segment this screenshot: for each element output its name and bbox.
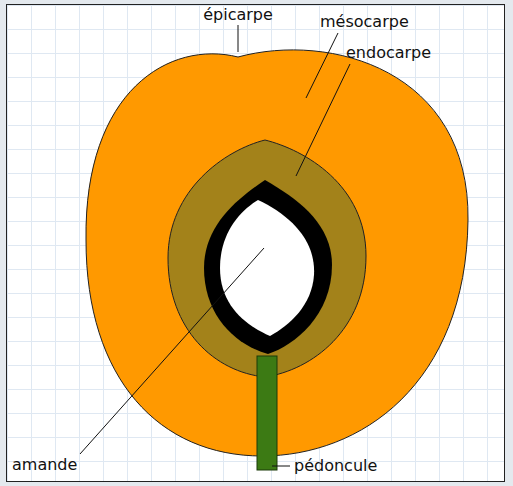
seed-coat-shape <box>204 180 332 354</box>
leader-line <box>80 248 264 454</box>
part-label: pédoncule <box>292 457 379 475</box>
leader-line <box>306 33 338 98</box>
part-label: mésocarpe <box>318 13 411 31</box>
stalk-shape <box>257 356 277 470</box>
leader-line <box>296 64 350 176</box>
part-label: endocarpe <box>344 44 433 62</box>
leader-line <box>238 25 239 52</box>
part-label: amande <box>10 456 79 474</box>
almond-shape <box>220 200 314 336</box>
leader-line <box>272 466 290 467</box>
part-label: épicarpe <box>201 6 275 24</box>
endocarp-shape <box>168 140 366 377</box>
